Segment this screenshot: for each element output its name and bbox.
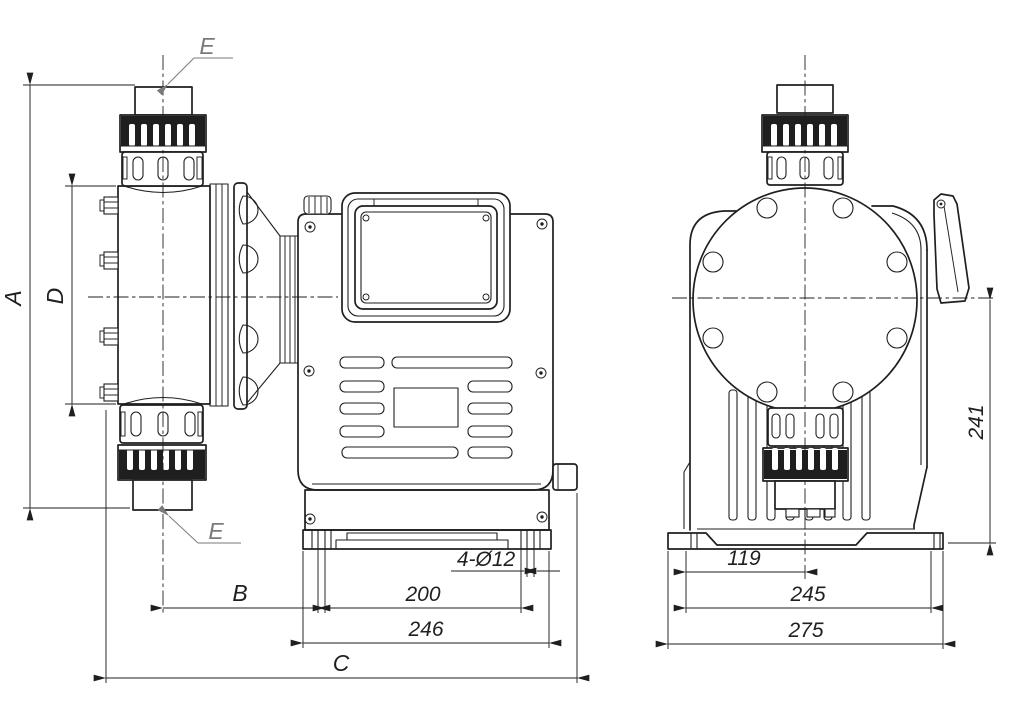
mounting-base <box>302 483 552 550</box>
dim-label-c: C <box>333 650 350 676</box>
side-tab <box>552 463 578 491</box>
dim-label-b: B <box>232 580 247 606</box>
port-label-top: E <box>199 33 215 59</box>
dimension-241: 241 <box>948 287 996 556</box>
dimensions: A D E E B 200 <box>0 33 996 683</box>
dimension-c: C <box>93 410 590 683</box>
dim-label-d: D <box>42 288 68 305</box>
dimension-245: 245 <box>673 551 944 613</box>
vent-grille <box>339 356 513 459</box>
pump-head <box>99 183 229 407</box>
dimension-200: 200 <box>312 549 534 613</box>
side-view <box>88 55 578 614</box>
drive-bracket <box>233 182 298 410</box>
dim-label-a: A <box>0 290 26 307</box>
dimension-holes: 4-Ø12 <box>451 548 560 577</box>
dimension-b: B <box>150 549 331 613</box>
port-label-bottom: E <box>208 518 224 544</box>
vent-knob <box>303 195 332 215</box>
dim-label-275: 275 <box>787 619 823 642</box>
wall-bracket-tab <box>933 193 970 304</box>
dim-label-200: 200 <box>404 583 440 606</box>
front-view <box>667 55 996 579</box>
display-panel <box>341 192 511 323</box>
head-bolts <box>99 196 119 402</box>
housing-screws <box>303 218 548 379</box>
dimension-119: 119 <box>673 547 818 613</box>
suction-fitting <box>117 404 207 511</box>
dim-label-holes: 4-Ø12 <box>457 548 516 571</box>
mounting-base-front <box>667 532 944 550</box>
motor-housing <box>297 192 578 550</box>
dimension-d: D <box>42 173 116 417</box>
callout-port-top: E <box>156 33 233 96</box>
bracket-cutouts <box>238 195 259 406</box>
dimension-a: A <box>0 72 135 521</box>
dim-label-241: 241 <box>965 404 988 440</box>
suction-fitting-front <box>762 407 849 518</box>
nameplate <box>393 387 459 428</box>
dimension-275: 275 <box>655 551 956 649</box>
pump-head-face <box>692 187 918 413</box>
dim-label-119: 119 <box>727 547 761 570</box>
dim-label-246: 246 <box>407 618 443 641</box>
dim-label-245: 245 <box>789 583 825 606</box>
display-screen <box>360 211 492 304</box>
dimension-246: 246 <box>290 551 562 648</box>
callout-port-bottom: E <box>157 505 241 544</box>
head-face-bolts <box>702 197 908 403</box>
